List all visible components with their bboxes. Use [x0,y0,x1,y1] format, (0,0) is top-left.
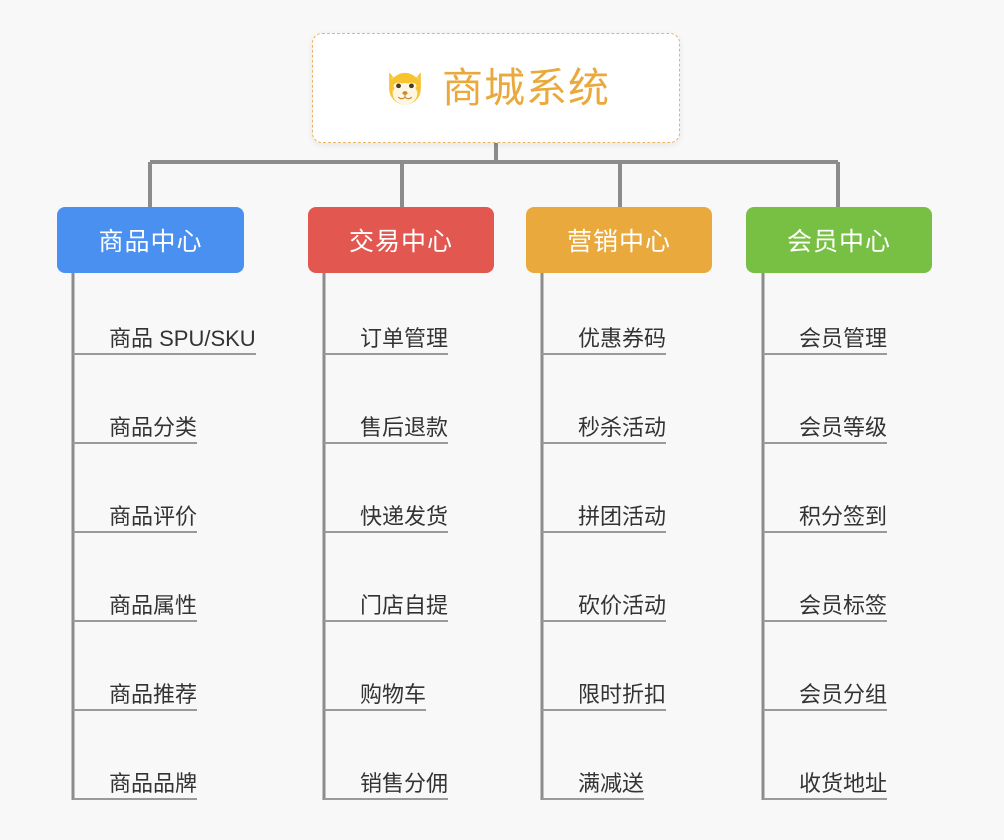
leaf-label: 商品评价 [109,503,198,529]
leaf-item[interactable]: 销售分佣 [324,754,449,800]
shiba-dog-face-icon [389,72,421,105]
leaf-label: 商品分类 [109,414,198,440]
leaf-label: 满减送 [578,770,645,796]
leaf-label: 收货地址 [799,770,888,796]
leaf-item[interactable]: 商品评价 [73,487,198,533]
leaf-label: 会员标签 [799,592,888,618]
leaf-item[interactable]: 积分签到 [763,487,888,533]
leaf-label: 商品推荐 [109,681,198,707]
leaf-item[interactable]: 快递发货 [324,487,449,533]
leaf-label: 销售分佣 [360,770,449,796]
leaf-label: 购物车 [360,681,427,707]
category-box-4[interactable]: 会员中心 [746,207,932,273]
leaf-item[interactable]: 商品分类 [73,398,198,444]
leaf-label: 商品 SPU/SKU [109,325,256,351]
leaf-label: 商品品牌 [109,770,198,796]
category-label: 会员中心 [786,228,891,256]
leaf-item[interactable]: 商品属性 [73,576,198,622]
leaf-item[interactable]: 限时折扣 [542,665,667,711]
root-title: 商城系统 [442,64,610,111]
leaf-label: 砍价活动 [578,592,667,618]
leaf-item[interactable]: 会员等级 [763,398,888,444]
leaf-label: 积分签到 [799,503,888,529]
category-box-3[interactable]: 营销中心 [526,207,712,273]
leaf-item[interactable]: 会员标签 [763,576,888,622]
leaf-item[interactable]: 砍价活动 [542,576,667,622]
leaf-item[interactable]: 拼团活动 [542,487,667,533]
leaf-item[interactable]: 满减送 [542,754,645,800]
leaf-item[interactable]: 商品品牌 [73,754,198,800]
category-label: 商品中心 [98,228,203,256]
leaf-label: 门店自提 [360,592,449,618]
leaf-label: 快递发货 [360,503,449,529]
root-node[interactable]: 商城系统 [312,33,680,143]
category-label: 交易中心 [348,228,453,256]
category-label: 营销中心 [566,228,671,256]
leaf-label: 订单管理 [360,325,449,351]
leaf-item[interactable]: 优惠券码 [542,309,667,355]
leaf-label: 限时折扣 [578,681,667,707]
leaf-item[interactable]: 收货地址 [763,754,888,800]
leaf-item[interactable]: 购物车 [324,665,427,711]
leaf-label: 商品属性 [109,592,198,618]
leaf-label: 优惠券码 [578,325,667,351]
leaf-label: 售后退款 [360,414,449,440]
leaf-item[interactable]: 会员分组 [763,665,888,711]
leaf-label: 会员管理 [799,325,888,351]
leaf-item[interactable]: 会员管理 [763,309,888,355]
leaf-label: 会员分组 [799,681,888,707]
leaf-item[interactable]: 售后退款 [324,398,449,444]
leaf-label: 秒杀活动 [578,414,667,440]
leaf-item[interactable]: 订单管理 [324,309,449,355]
leaf-label: 会员等级 [799,414,888,440]
leaf-item[interactable]: 商品 SPU/SKU [73,309,256,355]
category-box-2[interactable]: 交易中心 [308,207,494,273]
leaf-item[interactable]: 商品推荐 [73,665,198,711]
leaf-item[interactable]: 门店自提 [324,576,449,622]
leaf-item[interactable]: 秒杀活动 [542,398,667,444]
leaf-label: 拼团活动 [578,503,667,529]
category-box-1[interactable]: 商品中心 [57,207,244,273]
